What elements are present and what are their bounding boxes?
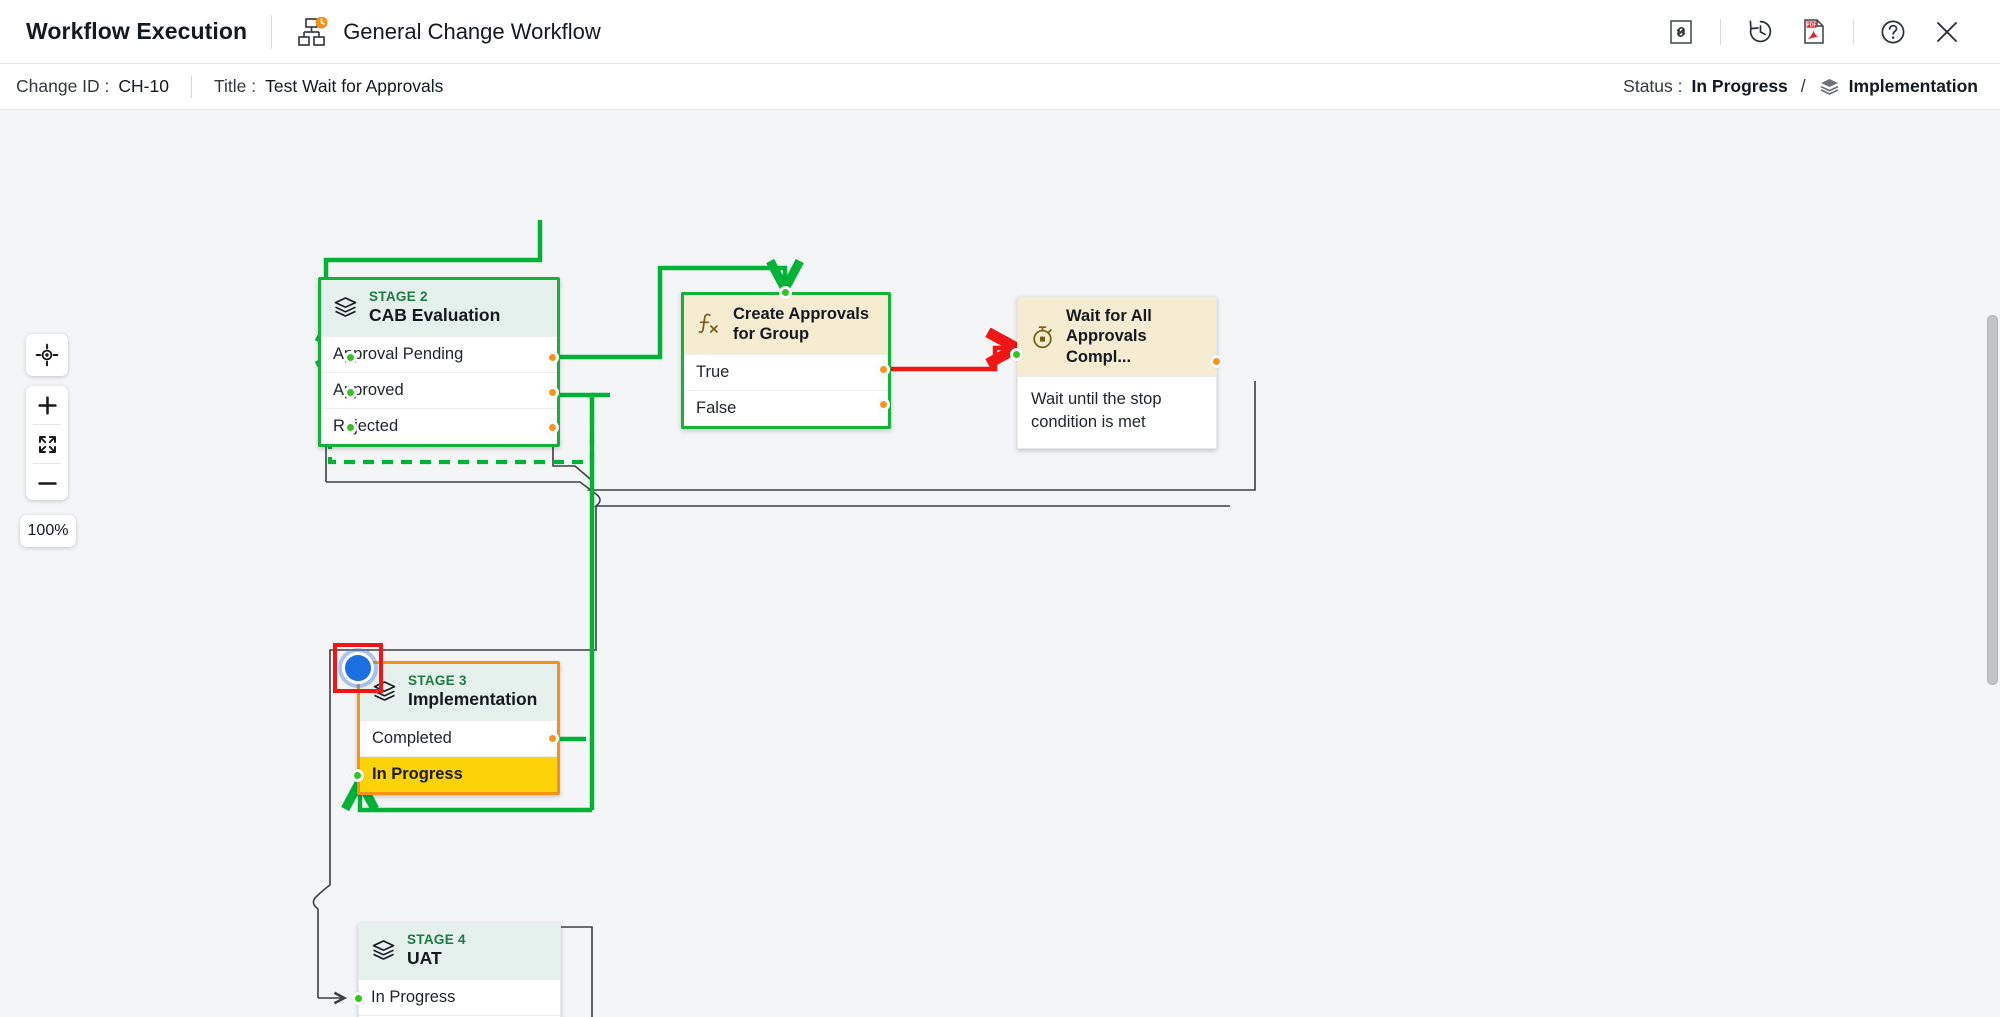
node-create-approvals[interactable]: Create Approvals for Group True False xyxy=(681,292,891,429)
zoom-out-button[interactable] xyxy=(26,464,68,502)
layers-icon xyxy=(372,680,397,703)
node-row-active[interactable]: In Progress xyxy=(360,755,557,792)
stage-title: UAT xyxy=(407,948,442,969)
status-area: Status : In Progress / Implementation xyxy=(1623,76,2000,97)
node-title: Create Approvals for Group xyxy=(733,305,870,344)
svg-text:PDF: PDF xyxy=(1806,23,1816,29)
port-in-rejected[interactable] xyxy=(344,421,357,434)
node-row[interactable]: Completed xyxy=(360,719,557,756)
header-divider xyxy=(271,14,273,49)
node-row[interactable]: In Progress xyxy=(359,978,560,1015)
stopwatch-icon xyxy=(1030,324,1055,350)
stage-superlabel: STAGE 3 xyxy=(408,673,467,688)
fx-icon xyxy=(696,311,722,337)
link-icon[interactable] xyxy=(1654,9,1708,55)
stage-title: Implementation xyxy=(408,689,538,710)
port-in-in-progress[interactable] xyxy=(351,769,364,782)
port-out-approved[interactable] xyxy=(546,386,559,399)
node-title: Wait for All Approvals Compl... xyxy=(1066,307,1152,366)
plus-icon xyxy=(37,395,57,415)
port-in-create-approvals[interactable] xyxy=(779,286,792,299)
layers-icon xyxy=(1819,77,1840,96)
stage-title: CAB Evaluation xyxy=(369,305,501,326)
header-actions: PDF xyxy=(1654,9,2000,55)
zoom-divider-2 xyxy=(33,463,61,464)
status-badge: In Progress xyxy=(1691,76,1788,96)
node-row[interactable]: False xyxy=(684,389,888,426)
subheader-divider xyxy=(190,75,192,98)
title-label: Title : xyxy=(213,76,257,96)
port-out-true[interactable] xyxy=(877,363,890,376)
port-out-false[interactable] xyxy=(877,398,890,411)
workflow-pending-icon xyxy=(296,16,330,47)
zoom-controls xyxy=(26,386,68,500)
node-row[interactable]: Rejected xyxy=(321,407,557,444)
node-header: Create Approvals for Group xyxy=(684,295,888,354)
port-in-uat-in-progress[interactable] xyxy=(352,992,365,1005)
edge-layer xyxy=(312,220,1256,1017)
history-icon[interactable] xyxy=(1733,9,1787,55)
node-stage-4[interactable]: STAGE 4 UAT In Progress Accepted Rejecte… xyxy=(358,922,561,1017)
node-row[interactable]: True xyxy=(684,353,888,390)
port-out-completed[interactable] xyxy=(546,732,559,745)
node-stage-2[interactable]: STAGE 2 CAB Evaluation Approval Pending … xyxy=(318,277,560,447)
node-header: Wait for All Approvals Compl... xyxy=(1018,297,1216,377)
title-value: Test Wait for Approvals xyxy=(265,76,444,96)
zoom-divider-1 xyxy=(33,424,61,425)
change-id-value: CH-10 xyxy=(118,76,169,96)
node-row[interactable]: Approval Pending xyxy=(321,335,557,372)
current-step-marker[interactable] xyxy=(338,648,378,688)
workflow-canvas[interactable]: 100% STAGE 2 CAB Evaluation Approval Pen… xyxy=(0,110,2000,1017)
close-icon[interactable] xyxy=(1920,9,1974,55)
node-header: STAGE 4 UAT xyxy=(359,923,560,979)
edge-error-group xyxy=(886,348,1014,372)
node-stage-3[interactable]: STAGE 3 Implementation Completed In Prog… xyxy=(357,661,560,795)
header-left: Workflow Execution General Change Workfl… xyxy=(0,14,601,49)
status-label: Status : xyxy=(1623,76,1683,96)
help-icon[interactable] xyxy=(1866,9,1920,55)
node-header: STAGE 2 CAB Evaluation xyxy=(321,280,557,336)
port-out-rejected[interactable] xyxy=(546,421,559,434)
status-separator: / xyxy=(1800,76,1806,96)
canvas-scrollbar[interactable] xyxy=(1987,315,1998,685)
zoom-level-indicator[interactable]: 100% xyxy=(20,515,76,547)
node-header: STAGE 3 Implementation xyxy=(360,664,557,720)
action-divider-1 xyxy=(1720,18,1721,45)
layers-icon xyxy=(371,939,396,962)
page-title: Workflow Execution xyxy=(26,18,248,44)
stage-superlabel: STAGE 4 xyxy=(407,932,466,947)
fit-screen-button[interactable] xyxy=(26,425,68,463)
change-id-label: Change ID : xyxy=(16,76,110,96)
port-in-wait-approvals[interactable] xyxy=(1010,348,1023,361)
record-subheader: Change ID : CH-10 Title : Test Wait for … xyxy=(0,64,2000,110)
crosshair-target-icon xyxy=(35,343,59,367)
recenter-button[interactable] xyxy=(26,334,68,376)
edge-loopback-group xyxy=(327,395,595,465)
fit-screen-icon xyxy=(38,435,56,453)
pdf-icon[interactable]: PDF xyxy=(1787,9,1841,55)
zoom-in-button[interactable] xyxy=(26,386,68,424)
action-divider-2 xyxy=(1853,18,1854,45)
layers-icon xyxy=(333,296,358,319)
stage-superlabel: STAGE 2 xyxy=(369,289,428,304)
minus-icon xyxy=(37,481,57,485)
app-header: Workflow Execution General Change Workfl… xyxy=(0,0,2000,64)
subheader-left: Change ID : CH-10 Title : Test Wait for … xyxy=(0,75,444,98)
port-out-approval-pending[interactable] xyxy=(546,351,559,364)
port-in-approved[interactable] xyxy=(344,386,357,399)
port-out-wait-approvals[interactable] xyxy=(1210,355,1223,368)
current-stage-value: Implementation xyxy=(1848,76,1978,96)
node-row[interactable]: Accepted xyxy=(359,1014,560,1017)
workflow-name: General Change Workflow xyxy=(343,18,601,44)
node-wait-approvals[interactable]: Wait for All Approvals Compl... Wait unt… xyxy=(1017,296,1217,449)
node-description: Wait until the stop condition is met xyxy=(1018,376,1216,448)
port-in-approval-pending[interactable] xyxy=(344,351,357,364)
current-step-highlight xyxy=(333,643,383,693)
